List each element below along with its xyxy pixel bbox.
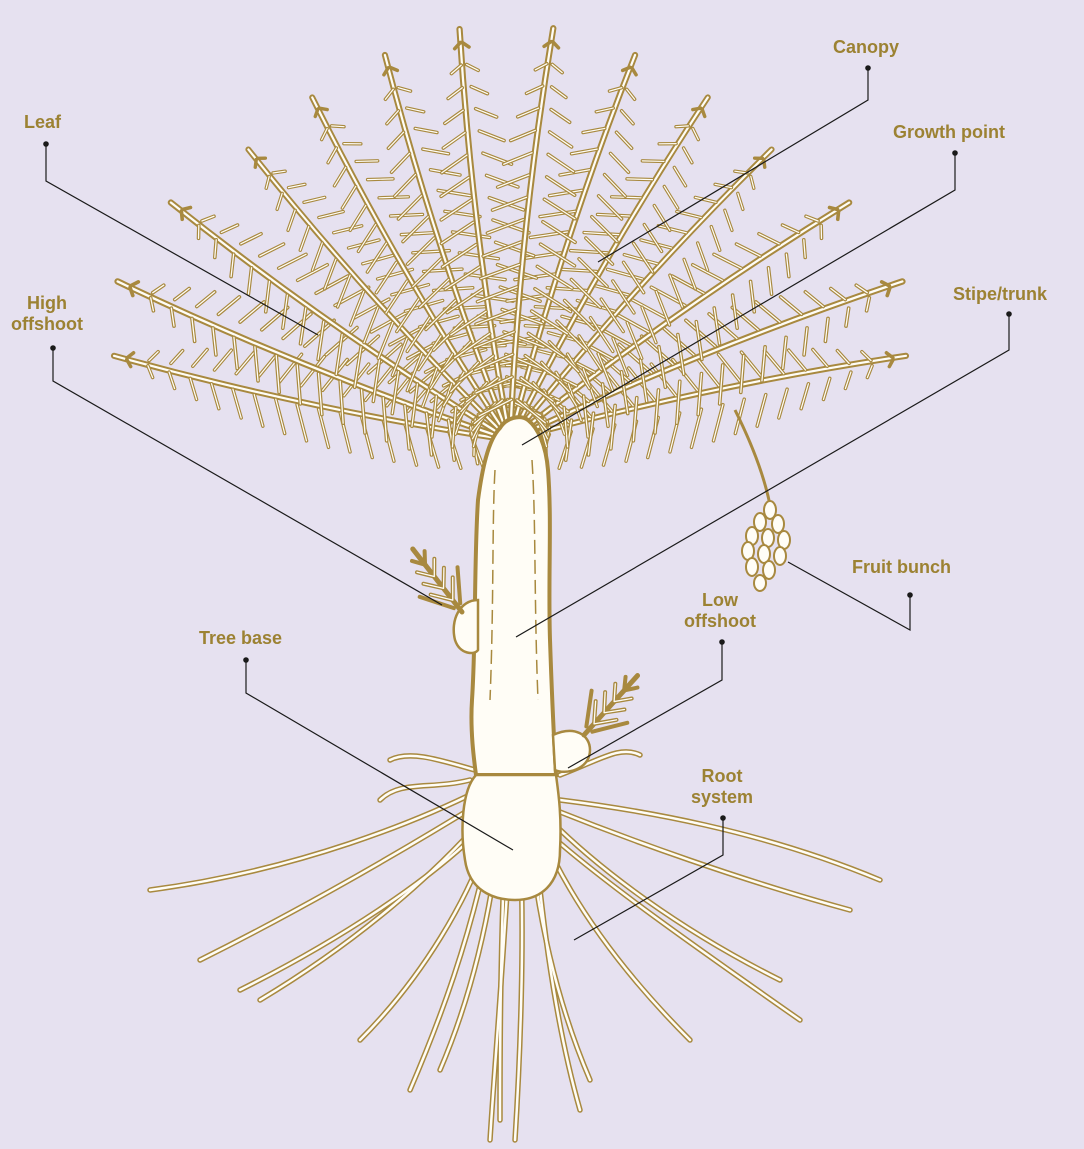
- fruit-bunch: [735, 410, 790, 591]
- label-stipe-trunk: Stipe/trunk: [953, 284, 1047, 305]
- label-growth-point: Growth point: [893, 122, 1005, 143]
- leader-high-offshoot: [53, 348, 442, 605]
- label-high-offshoot: High offshoot: [11, 293, 83, 335]
- leader-root-system: [574, 818, 723, 940]
- label-leaf: Leaf: [24, 112, 61, 133]
- canopy: [100, 23, 921, 484]
- stipe-trunk: [471, 417, 556, 775]
- leader-canopy: [598, 68, 868, 262]
- label-root-system: Root system: [691, 766, 753, 808]
- tree-base: [463, 775, 561, 900]
- label-fruit-bunch: Fruit bunch: [852, 557, 951, 578]
- label-low-offshoot: Low offshoot: [684, 590, 756, 632]
- high-offshoot: [394, 534, 481, 653]
- label-canopy: Canopy: [833, 37, 899, 58]
- label-tree-base: Tree base: [199, 628, 282, 649]
